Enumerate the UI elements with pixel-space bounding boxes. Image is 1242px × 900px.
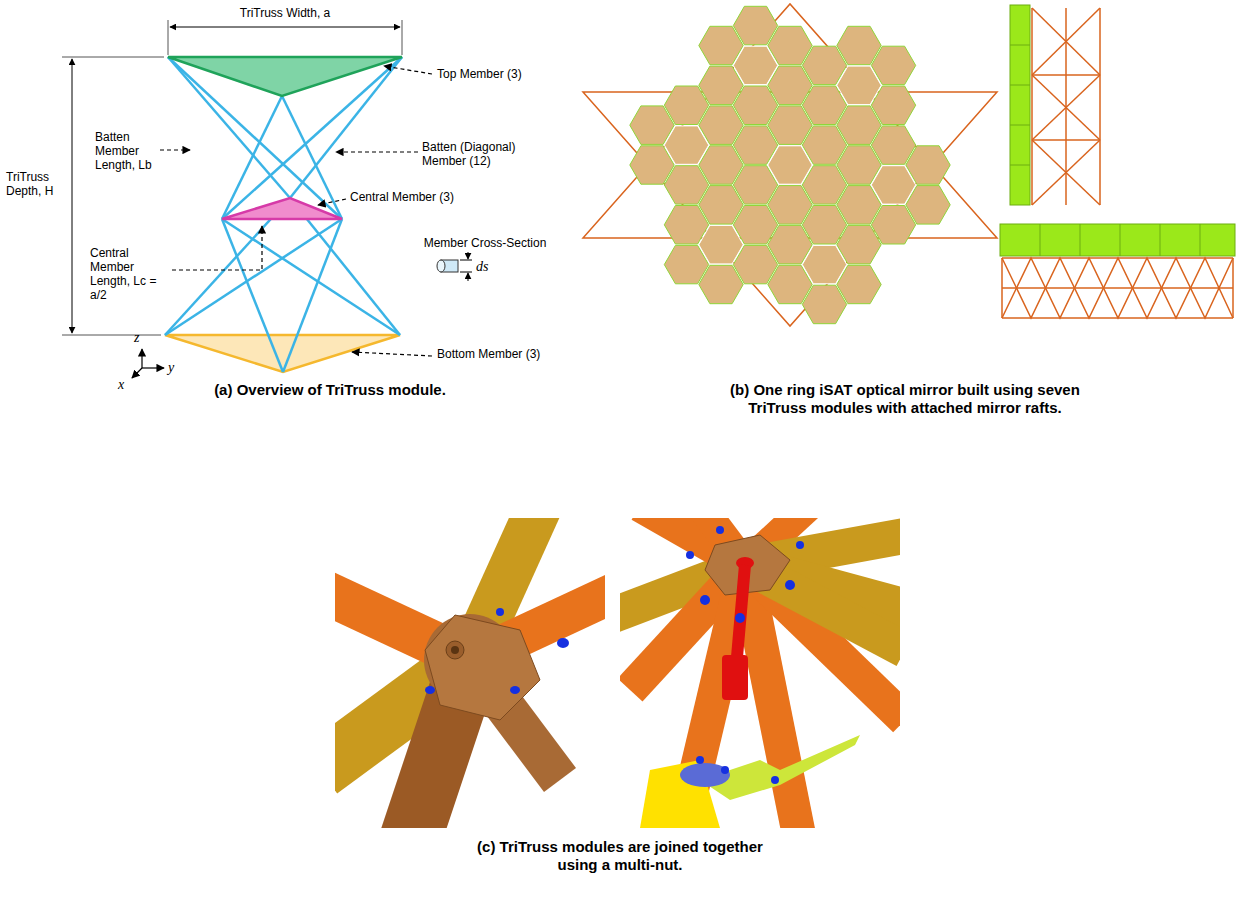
dimension-label: Batten Member Length, Lb [95,130,157,172]
mirror-raft [664,206,708,245]
bottom-member [165,335,400,372]
mirror-rafts [630,6,950,323]
cross-section-icon [437,252,472,281]
top-member [168,57,402,96]
part-label: Top Member (3) [437,67,547,81]
truss-outline [583,4,997,326]
side-view [1010,5,1100,205]
leader-lines [160,66,432,356]
mirror-raft [733,86,777,125]
part-label: Batten (Diagonal) Member (12) [422,140,542,168]
mirror-raft [664,166,708,204]
mirror-raft [630,106,674,144]
mirror-raft [837,146,881,184]
multi-nut-render-left [335,518,605,828]
multi-nut-render-right [620,518,900,828]
part-label: Bottom Member (3) [437,347,557,361]
tritruss-module [62,20,472,378]
dimension-label: TriTruss Width, a [190,6,380,20]
axis-label: y [168,360,182,376]
part-label: Central Member (3) [350,190,460,204]
axes [132,349,164,378]
front-view [1000,224,1235,318]
depth-dimension [72,59,73,333]
subfigure-caption: (b) One ring iSAT optical mirror built u… [725,381,1085,417]
part-label: Member Cross-Section [420,236,550,250]
mirror-raft [699,265,743,303]
isat-mirror [583,4,997,326]
dimension-label: Central Member Length, Lc = a/2 [90,246,168,302]
axis-label: z [134,330,148,346]
subfigure-caption: (a) Overview of TriTruss module. [150,381,510,399]
mirror-raft [699,26,743,64]
mirror-raft [802,285,846,324]
subfigure-caption: (c) TriTruss modules are joined together… [455,838,785,874]
dimension-label: TriTruss Depth, H [6,170,66,198]
width-dimension [170,27,400,28]
batten-members [165,57,402,372]
central-member [222,198,342,219]
axis-label: x [118,377,132,393]
dimension-lines [62,20,402,335]
dimension-symbol: ds [476,259,506,275]
